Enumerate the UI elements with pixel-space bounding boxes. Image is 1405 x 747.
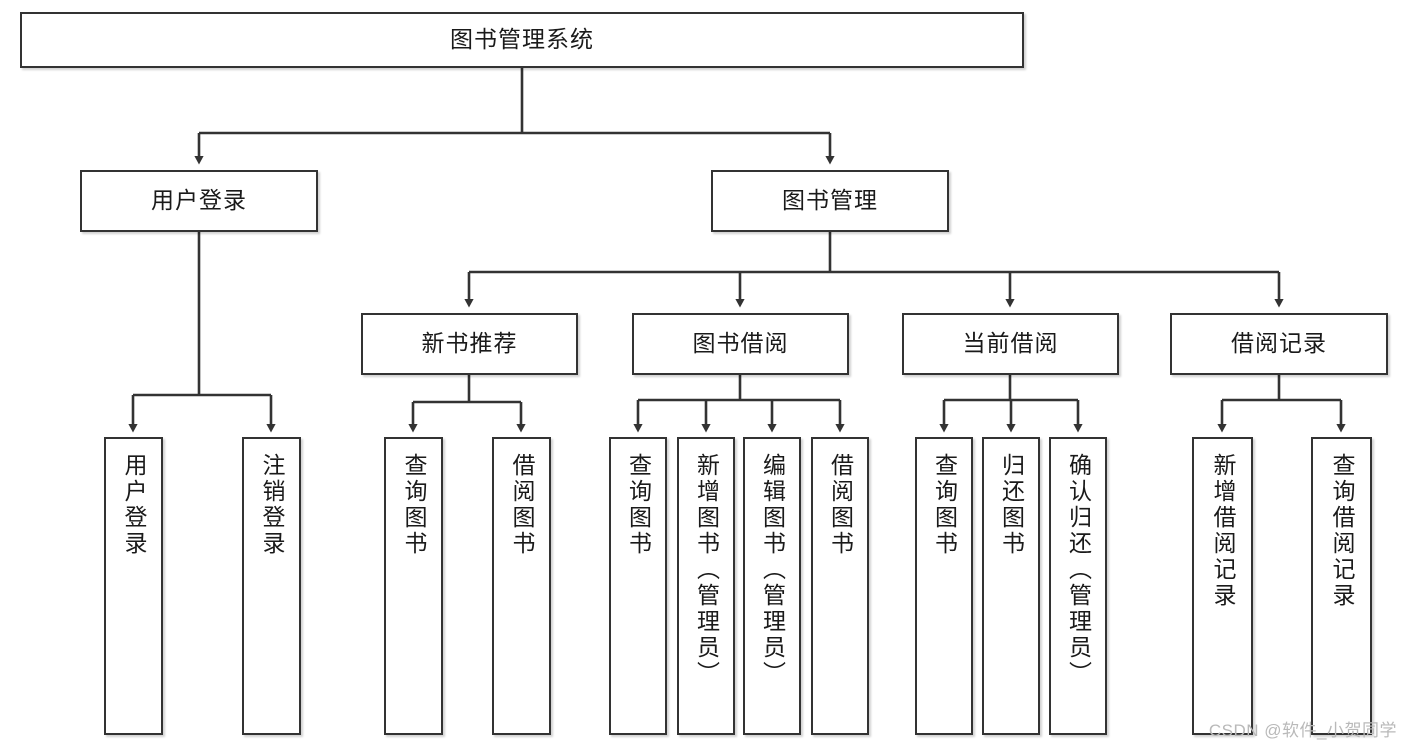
node-label: 当前借阅 — [962, 330, 1059, 357]
node-label: 确认归还（管理员） — [1065, 453, 1092, 687]
csdn-watermark: CSDN @软件_小贺同学 — [1208, 721, 1397, 740]
leaf-query-book-recommend[interactable]: 查询图书 — [384, 437, 443, 735]
node-label: 编辑图书（管理员） — [759, 453, 786, 687]
leaf-query-book-current[interactable]: 查询图书 — [915, 437, 973, 735]
leaf-add-borrow-record[interactable]: 新增借阅记录 — [1192, 437, 1253, 735]
node-label: 图书管理系统 — [450, 26, 594, 53]
node-label: 归还图书 — [998, 453, 1025, 557]
node-label: 查询图书 — [401, 453, 427, 557]
node-book-management-system[interactable]: 图书管理系统 — [20, 12, 1024, 68]
node-label: 查询借阅记录 — [1329, 453, 1355, 609]
leaf-logout[interactable]: 注销登录 — [242, 437, 301, 735]
node-user-login[interactable]: 用户登录 — [80, 170, 318, 232]
node-label: 图书借阅 — [692, 330, 789, 357]
node-current-borrow[interactable]: 当前借阅 — [902, 313, 1119, 375]
leaf-edit-book-admin[interactable]: 编辑图书（管理员） — [743, 437, 801, 735]
node-label: 用户登录 — [151, 187, 247, 214]
leaf-query-borrow-record[interactable]: 查询借阅记录 — [1311, 437, 1372, 735]
node-label: 图书管理 — [782, 187, 878, 214]
leaf-confirm-return-admin[interactable]: 确认归还（管理员） — [1049, 437, 1107, 735]
node-book-borrow[interactable]: 图书借阅 — [632, 313, 849, 375]
node-label: 查询图书 — [625, 453, 652, 557]
leaf-borrow-book[interactable]: 借阅图书 — [811, 437, 869, 735]
leaf-borrow-book-recommend[interactable]: 借阅图书 — [492, 437, 551, 735]
node-label: 新增图书（管理员） — [693, 453, 720, 687]
leaf-add-book-admin[interactable]: 新增图书（管理员） — [677, 437, 735, 735]
node-label: 查询图书 — [931, 453, 958, 557]
node-label: 借阅图书 — [827, 453, 854, 557]
node-new-book-recommend[interactable]: 新书推荐 — [361, 313, 578, 375]
leaf-return-book[interactable]: 归还图书 — [982, 437, 1040, 735]
node-label: 新书推荐 — [421, 330, 518, 357]
node-label: 注销登录 — [259, 453, 285, 557]
node-label: 新增借阅记录 — [1210, 453, 1236, 609]
node-label: 借阅图书 — [509, 453, 535, 557]
node-label: 借阅记录 — [1231, 330, 1327, 357]
node-label: 用户登录 — [121, 453, 147, 557]
leaf-query-book-borrow[interactable]: 查询图书 — [609, 437, 667, 735]
node-book-management[interactable]: 图书管理 — [711, 170, 949, 232]
node-borrow-record[interactable]: 借阅记录 — [1170, 313, 1388, 375]
leaf-user-login[interactable]: 用户登录 — [104, 437, 163, 735]
